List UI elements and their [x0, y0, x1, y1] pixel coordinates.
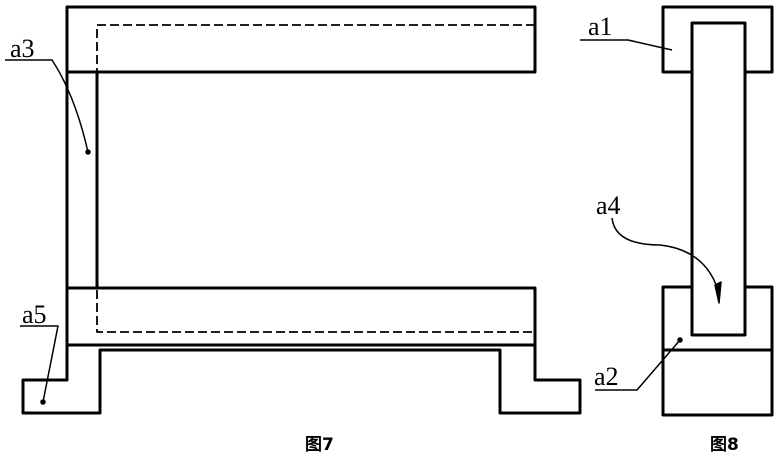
- label-a1: a1: [588, 14, 613, 40]
- a3-leader: [5, 60, 88, 152]
- figure-7-drawing: [23, 7, 580, 413]
- label-a4: a4: [596, 193, 621, 219]
- bottom-beam: [67, 288, 535, 345]
- figure-8-drawing: [663, 7, 772, 415]
- a3-leader-dot: [86, 150, 90, 154]
- figure-8-caption: 图8: [710, 430, 739, 455]
- label-a2: a2: [594, 364, 619, 390]
- label-a3: a3: [10, 36, 35, 62]
- figure-7-caption: 图7: [305, 430, 334, 455]
- left-column: [67, 72, 97, 288]
- a1-leader: [580, 40, 672, 50]
- a2-leader-dot: [678, 338, 682, 342]
- a5-leader-dot: [41, 400, 45, 404]
- top-beam: [67, 7, 535, 72]
- top-beam-hidden-edge: [97, 25, 535, 288]
- figure-7-leaders: [5, 60, 90, 404]
- bottom-beam-hidden-edge: [97, 290, 535, 332]
- a5-leader: [20, 326, 58, 402]
- base-frame-with-feet: [23, 345, 580, 413]
- label-a5: a5: [22, 302, 47, 328]
